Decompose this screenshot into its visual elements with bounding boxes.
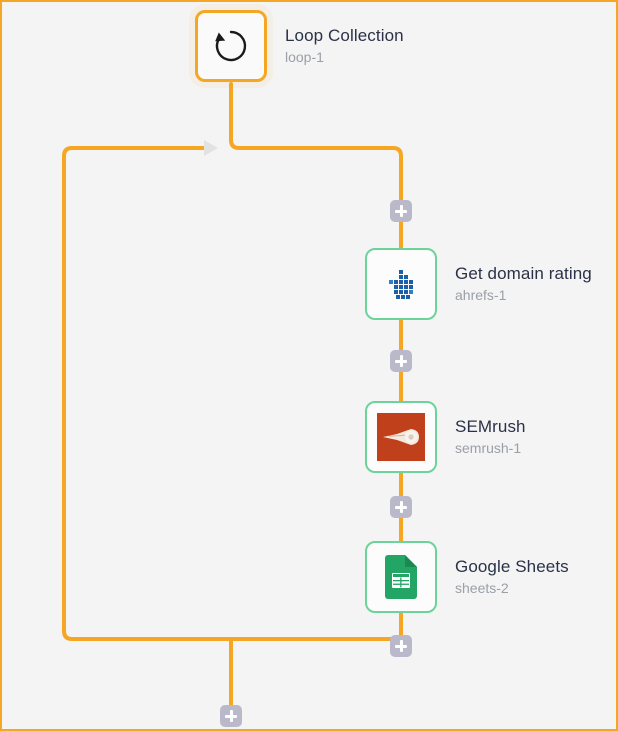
add-button-between-ahrefs-semrush[interactable] <box>390 350 412 372</box>
node-label-group-sheets: Google Sheets sheets-2 <box>455 556 569 598</box>
node-icon-box-sheets[interactable] <box>365 541 437 613</box>
node-label-group-loop: Loop Collection loop-1 <box>285 25 404 67</box>
add-button-after-loop[interactable] <box>220 705 242 727</box>
edge-loopback-return <box>62 146 395 641</box>
node-semrush[interactable]: SEMrush semrush-1 <box>365 401 526 473</box>
node-title-loop: Loop Collection <box>285 26 404 46</box>
edge-loop-to-ahrefs <box>229 82 403 250</box>
node-google-sheets[interactable]: Google Sheets sheets-2 <box>365 541 569 613</box>
ahrefs-pixel-cursor-icon <box>382 265 420 303</box>
semrush-rocket-icon <box>377 413 425 461</box>
node-get-domain-rating[interactable]: Get domain rating ahrefs-1 <box>365 248 592 320</box>
add-button-after-sheets[interactable] <box>390 635 412 657</box>
edge-arrowhead-icon <box>204 140 218 156</box>
node-label-group-semrush: SEMrush semrush-1 <box>455 416 526 458</box>
add-button-between-semrush-sheets[interactable] <box>390 496 412 518</box>
node-subtitle-sheets: sheets-2 <box>455 580 509 597</box>
node-label-group-ahrefs: Get domain rating ahrefs-1 <box>455 263 592 305</box>
node-title-semrush: SEMrush <box>455 417 526 437</box>
node-title-sheets: Google Sheets <box>455 557 569 577</box>
node-subtitle-loop: loop-1 <box>285 49 324 66</box>
node-loop-collection[interactable]: Loop Collection loop-1 <box>195 10 404 82</box>
loop-circular-arrow-icon <box>211 26 251 66</box>
node-icon-box-ahrefs[interactable] <box>365 248 437 320</box>
node-subtitle-ahrefs: ahrefs-1 <box>455 287 507 304</box>
add-button-before-ahrefs[interactable] <box>390 200 412 222</box>
node-icon-box-loop[interactable] <box>195 10 267 82</box>
node-title-ahrefs: Get domain rating <box>455 264 592 284</box>
node-icon-box-semrush[interactable] <box>365 401 437 473</box>
node-subtitle-semrush: semrush-1 <box>455 440 522 457</box>
google-sheets-icon <box>381 555 421 599</box>
